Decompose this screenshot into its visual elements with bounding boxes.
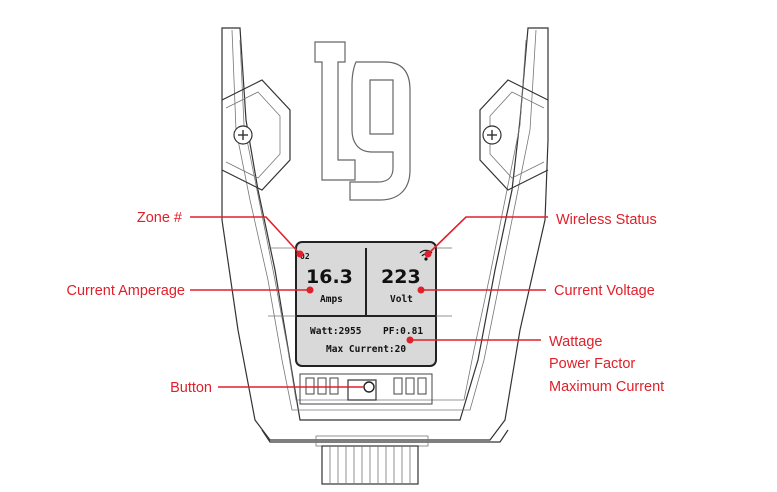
pf-readout: PF:0.81 [383, 326, 423, 337]
volt-value: 223 [381, 266, 421, 288]
volt-unit: Volt [390, 294, 413, 305]
label-button: Button [170, 380, 212, 396]
callout-wattage [406, 336, 541, 344]
callout-zone [190, 216, 304, 258]
amps-unit: Amps [320, 294, 343, 305]
zone-number: 02 [300, 252, 310, 261]
logo-tg [314, 41, 411, 201]
watt-readout: Watt:2955 [310, 326, 362, 337]
connector [321, 445, 419, 485]
label-wireless-status: Wireless Status [556, 212, 657, 228]
label-wattage: Wattage [549, 334, 602, 350]
amps-value: 16.3 [306, 266, 353, 288]
label-zone: Zone # [137, 210, 182, 226]
callout-voltage [417, 286, 546, 294]
label-current-voltage: Current Voltage [554, 283, 655, 299]
screw-icon-right [482, 125, 502, 145]
device-body [221, 27, 549, 447]
screw-icon-left [233, 125, 253, 145]
device-button[interactable] [363, 381, 375, 393]
max-current-readout: Max Current:20 [326, 344, 406, 355]
screen: 02 16.3 Amps 223 Volt Watt:2955 PF:0.81 … [268, 241, 452, 367]
label-current-amperage: Current Amperage [67, 283, 185, 299]
callout-wireless [424, 216, 548, 258]
callout-amperage [190, 286, 314, 294]
label-power-factor: Power Factor [549, 356, 635, 372]
label-maximum-current: Maximum Current [549, 379, 664, 395]
